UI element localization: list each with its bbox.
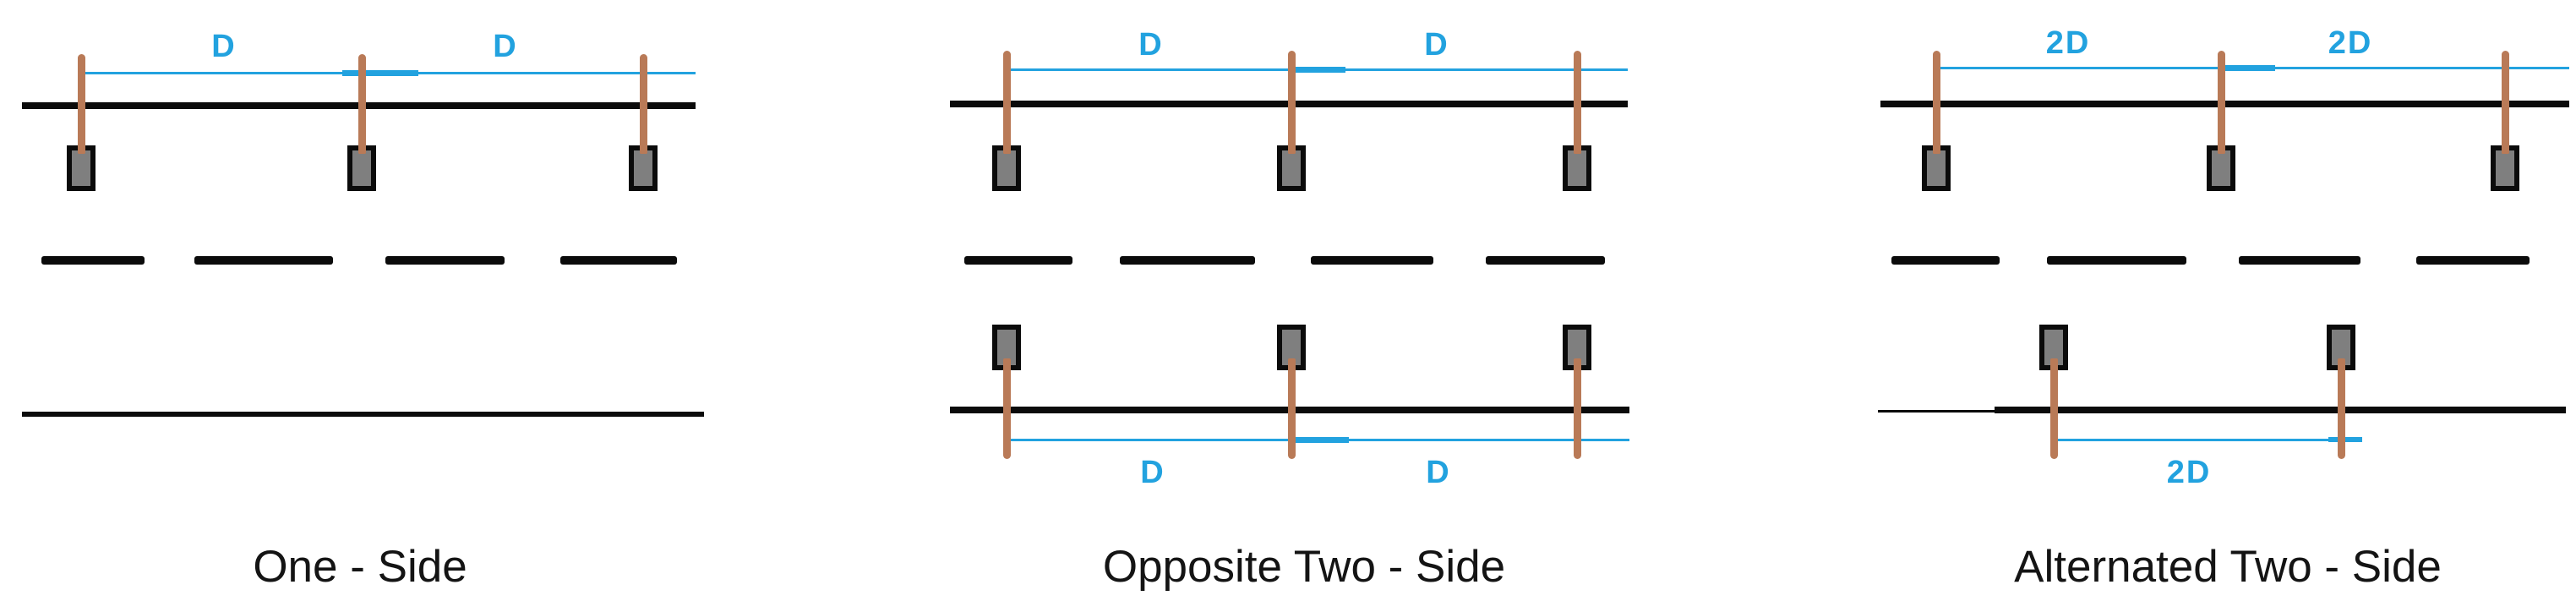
light-pole [1003, 51, 1011, 154]
dimension-label: 2D [2045, 25, 2091, 61]
dimension-label: D [211, 29, 237, 64]
dimension-line-overlap [1295, 437, 1349, 443]
dimension-label: D [1424, 27, 1449, 63]
dimension-line-overlap [2221, 65, 2275, 71]
dimension-line [2054, 439, 2358, 441]
dimension-line-overlap [1291, 67, 1345, 73]
center-lane-dash [1891, 256, 2000, 265]
road-edge-line [1878, 410, 2038, 413]
center-lane-dash [2239, 256, 2360, 265]
dimension-label: D [493, 29, 518, 64]
light-pole [2050, 358, 2058, 459]
light-pole [1574, 358, 1581, 459]
center-lane-dash [1120, 256, 1255, 265]
light-pole [1574, 51, 1581, 154]
light-pole [640, 54, 647, 154]
center-lane-dash [41, 256, 145, 265]
light-pole [1933, 51, 1940, 154]
panel-caption: One - Side [253, 542, 467, 592]
center-lane-dash [385, 256, 505, 265]
dimension-label: D [1426, 455, 1451, 490]
dimension-label: D [1140, 455, 1165, 490]
light-pole [358, 54, 366, 154]
light-pole [1288, 358, 1296, 459]
center-lane-dash [1311, 256, 1433, 265]
light-pole [2338, 358, 2345, 459]
center-lane-dash [2047, 256, 2186, 265]
center-lane-dash [560, 256, 677, 265]
dimension-line-overlap [2328, 437, 2362, 442]
light-pole [2218, 51, 2225, 154]
light-pole [2502, 51, 2509, 154]
center-lane-dash [1486, 256, 1605, 265]
dimension-line-overlap [342, 70, 418, 76]
dimension-label: 2D [2166, 455, 2212, 490]
center-lane-dash [194, 256, 333, 265]
center-lane-dash [2416, 256, 2530, 265]
light-pole [1003, 358, 1011, 459]
dimension-label: 2D [2328, 25, 2373, 61]
dimension-label: D [1138, 27, 1164, 63]
panel-caption: Opposite Two - Side [1102, 542, 1506, 592]
road-edge-line [1995, 407, 2566, 413]
light-pole [1288, 51, 1296, 154]
road-edge-line [22, 412, 704, 417]
light-pole [78, 54, 85, 154]
center-lane-dash [964, 256, 1072, 265]
panel-caption: Alternated Two - Side [2014, 542, 2442, 592]
